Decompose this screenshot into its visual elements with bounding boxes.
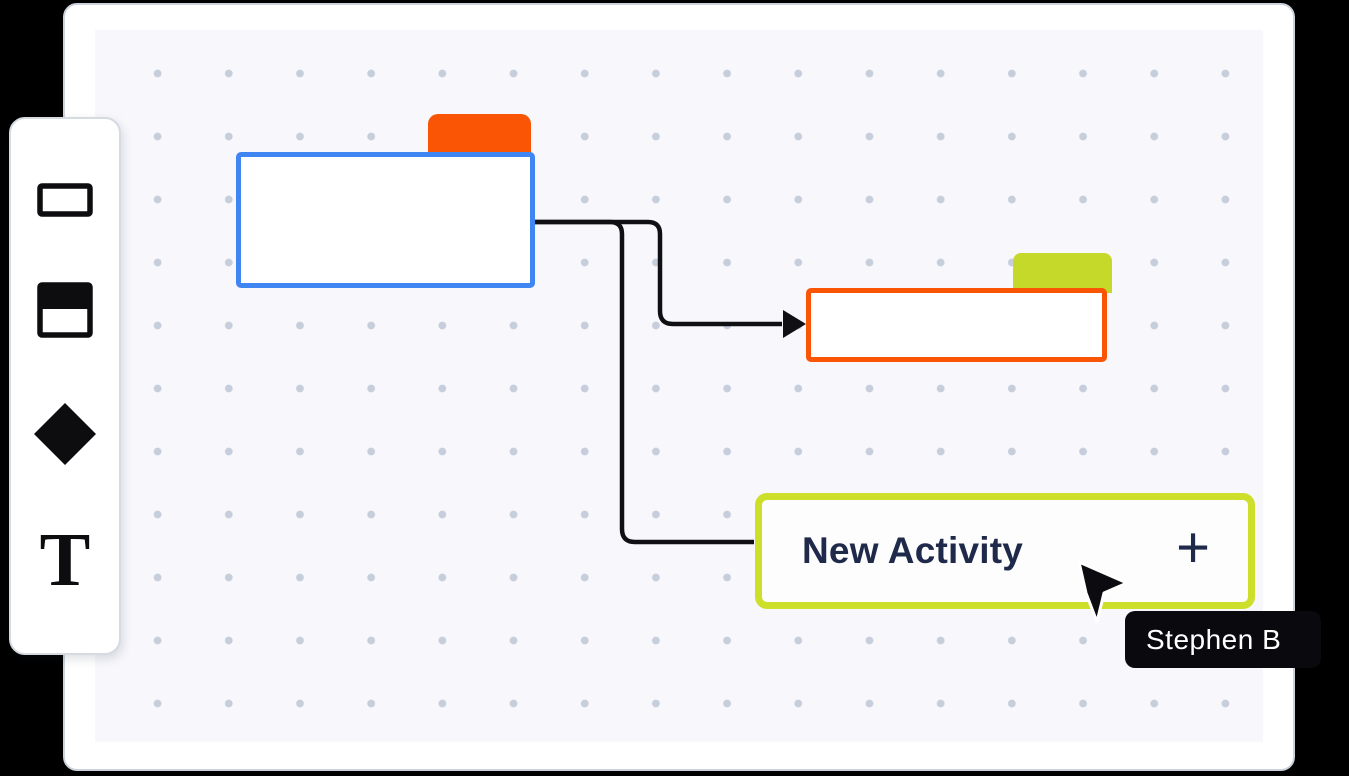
collaborator-name-badge: Stephen B	[1125, 611, 1321, 668]
connector-blue-to-new-activity[interactable]	[535, 219, 754, 545]
shape-toolbar: T	[9, 117, 121, 655]
node-orange-tab[interactable]	[1013, 253, 1112, 293]
card-tool[interactable]	[37, 282, 93, 338]
add-activity-plus-icon[interactable]: +	[1176, 515, 1210, 580]
new-activity-node[interactable]: New Activity +	[755, 493, 1255, 609]
collaborator-name: Stephen B	[1146, 623, 1282, 655]
text-tool[interactable]: T	[39, 517, 91, 602]
rectangle-tool[interactable]	[37, 183, 93, 218]
text-icon: T	[39, 517, 91, 602]
rectangle-icon	[37, 183, 93, 218]
node-blue-tab[interactable]	[428, 114, 531, 158]
arrowhead-icon	[783, 310, 806, 338]
new-activity-label: New Activity	[802, 530, 1024, 571]
diamond-icon	[34, 403, 96, 466]
process-node-blue[interactable]	[236, 152, 535, 288]
card-icon	[37, 282, 93, 338]
decision-tool[interactable]	[33, 402, 97, 466]
process-node-orange[interactable]	[806, 288, 1107, 362]
diagram-canvas[interactable]	[95, 30, 1263, 742]
connector-blue-to-orange[interactable]	[535, 219, 806, 338]
